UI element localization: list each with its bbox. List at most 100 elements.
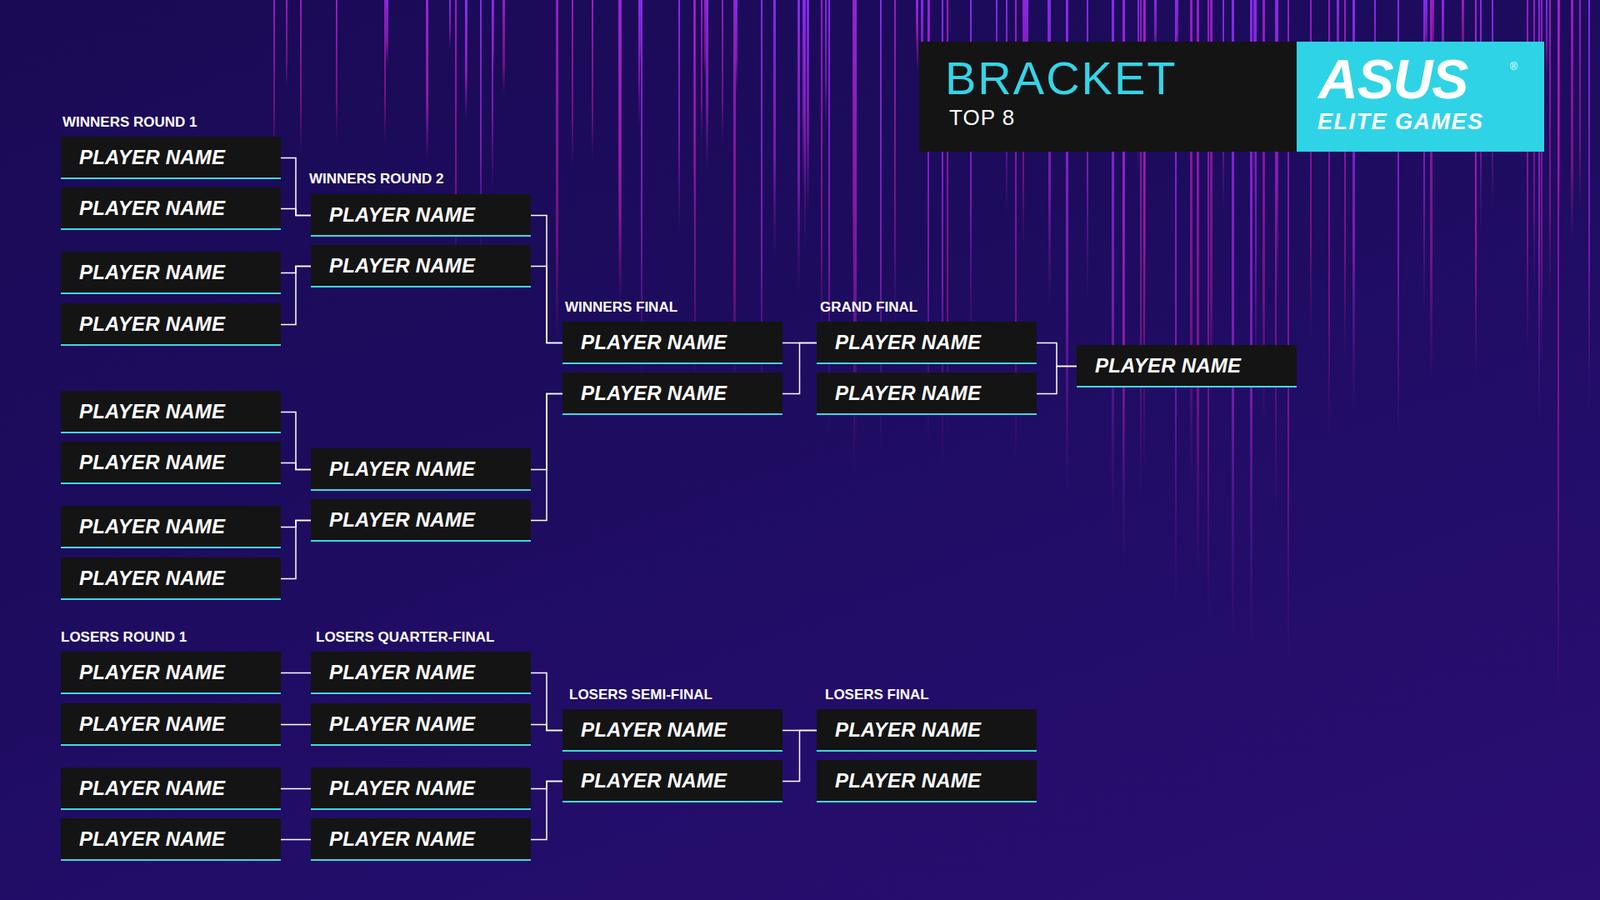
header-panel xyxy=(919,41,1297,152)
background-stroke xyxy=(1545,0,1548,77)
bracket-connector xyxy=(530,725,563,731)
player-slot: PLAYER NAME xyxy=(816,321,1037,365)
background-stroke xyxy=(1557,0,1560,715)
player-name: PLAYER NAME xyxy=(329,203,475,227)
player-slot: PLAYER NAME xyxy=(60,703,281,746)
player-name: PLAYER NAME xyxy=(79,776,225,800)
bracket-connector xyxy=(280,520,311,580)
player-name: PLAYER NAME xyxy=(329,712,475,736)
player-slot: PLAYER NAME xyxy=(60,136,281,180)
background-stroke xyxy=(638,0,640,130)
player-slot: PLAYER NAME xyxy=(60,651,281,695)
bracket-connector xyxy=(280,724,311,726)
player-slot: PLAYER NAME xyxy=(310,499,531,542)
background-stroke xyxy=(802,0,805,189)
player-slot: PLAYER NAME xyxy=(310,818,531,861)
player-name: PLAYER NAME xyxy=(580,718,727,742)
bracket-connector xyxy=(280,788,311,790)
background-stroke xyxy=(828,0,830,437)
background-stroke xyxy=(806,0,810,214)
background-stroke xyxy=(384,0,386,146)
player-name: PLAYER NAME xyxy=(79,260,225,285)
player-slot: PLAYER NAME xyxy=(60,303,281,346)
logo-wordmark: ASUS xyxy=(1318,51,1468,107)
background-stroke xyxy=(704,0,706,80)
bracket-connector xyxy=(280,672,311,675)
bracket-connector xyxy=(782,730,817,732)
background-stroke xyxy=(591,0,594,163)
player-name: PLAYER NAME xyxy=(79,196,225,220)
background-stroke xyxy=(273,0,275,159)
player-slot: PLAYER NAME xyxy=(310,651,531,695)
background-stroke xyxy=(426,0,429,155)
bracket-connector xyxy=(280,266,311,325)
player-slot: PLAYER NAME xyxy=(310,245,531,288)
player-name: PLAYER NAME xyxy=(79,566,225,590)
background-stroke xyxy=(693,0,695,233)
player-slot: PLAYER NAME xyxy=(562,321,783,365)
background-stroke xyxy=(449,0,451,50)
background-stroke xyxy=(385,0,389,69)
bracket-connector xyxy=(280,266,311,274)
player-name: PLAYER NAME xyxy=(329,457,475,481)
player-name: PLAYER NAME xyxy=(580,330,727,355)
player-slot: PLAYER NAME xyxy=(310,767,531,810)
bracket-connector xyxy=(280,412,311,470)
player-name: PLAYER NAME xyxy=(580,769,727,793)
bracket-connector xyxy=(280,839,311,841)
player-slot: PLAYER NAME xyxy=(60,187,281,230)
round-heading: LOSERS FINAL xyxy=(825,687,930,702)
background-stroke xyxy=(1570,0,1574,244)
background-stroke xyxy=(797,0,800,296)
bracket-connector xyxy=(530,781,563,790)
background-stroke xyxy=(1557,0,1560,227)
background-stroke xyxy=(700,0,703,145)
bracket-connector xyxy=(782,343,817,395)
bracket-connector xyxy=(782,730,817,782)
player-slot: PLAYER NAME xyxy=(562,709,783,752)
player-name: PLAYER NAME xyxy=(79,515,225,539)
bracket-connector xyxy=(530,215,563,344)
player-slot: PLAYER NAME xyxy=(816,372,1037,415)
background-stroke xyxy=(335,0,338,143)
player-slot: PLAYER NAME xyxy=(816,709,1037,752)
bracket-connector xyxy=(1036,366,1077,395)
bracket-connector xyxy=(280,520,311,528)
player-slot: PLAYER NAME xyxy=(310,194,531,237)
background-stroke xyxy=(773,0,776,260)
round-heading: WINNERS ROUND 1 xyxy=(62,115,198,130)
background-stroke xyxy=(571,0,574,170)
player-name: PLAYER NAME xyxy=(835,769,981,793)
background-stroke xyxy=(915,0,918,52)
bracket-connector xyxy=(1036,343,1077,367)
bracket-connector xyxy=(280,158,311,216)
player-name: PLAYER NAME xyxy=(835,718,981,742)
player-name: PLAYER NAME xyxy=(329,827,475,851)
player-name: PLAYER NAME xyxy=(79,145,225,170)
player-name: PLAYER NAME xyxy=(835,381,981,405)
background-stroke xyxy=(300,0,302,156)
background-stroke xyxy=(619,0,622,311)
player-slot: PLAYER NAME xyxy=(60,251,281,295)
player-name: PLAYER NAME xyxy=(79,450,225,475)
background-stroke xyxy=(502,0,505,95)
player-slot: PLAYER NAME xyxy=(310,448,531,491)
background-stroke xyxy=(425,0,429,165)
player-name: PLAYER NAME xyxy=(79,660,225,685)
background-stroke xyxy=(1588,0,1590,420)
player-slot: PLAYER NAME xyxy=(310,703,531,746)
bracket-connector xyxy=(530,781,563,840)
registered-mark: ® xyxy=(1510,61,1518,72)
player-name: PLAYER NAME xyxy=(329,660,475,685)
player-slot: PLAYER NAME xyxy=(60,390,281,434)
player-slot: PLAYER NAME xyxy=(1076,345,1297,388)
player-name: PLAYER NAME xyxy=(79,312,225,336)
player-name: PLAYER NAME xyxy=(1095,354,1241,378)
round-heading: LOSERS SEMI-FINAL xyxy=(569,687,713,702)
background-stroke xyxy=(1579,0,1581,214)
bracket-connector xyxy=(280,209,311,216)
logo-panel xyxy=(1296,41,1545,152)
background-stroke xyxy=(721,0,724,145)
player-slot: PLAYER NAME xyxy=(60,767,281,810)
player-name: PLAYER NAME xyxy=(329,508,475,532)
